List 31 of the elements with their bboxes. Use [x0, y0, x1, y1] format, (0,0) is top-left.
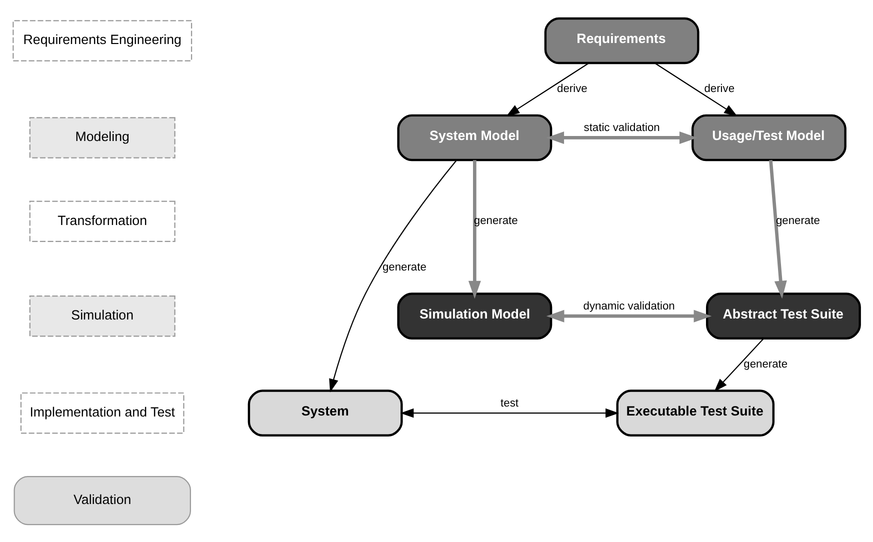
arrow: [506, 62, 590, 116]
node-box: Implementation and Test: [20, 392, 184, 434]
edge-label: generate: [474, 214, 518, 227]
arrow: [400, 408, 619, 418]
edge-label: generate: [382, 260, 426, 273]
arrow: [468, 160, 481, 298]
edge-label: generate: [776, 214, 820, 227]
edge-label: test: [500, 396, 518, 409]
node-box: Simulation Model: [397, 292, 552, 339]
arrow: [654, 62, 738, 116]
arrow: [714, 338, 764, 392]
arrow: [769, 159, 787, 298]
edge-label: dynamic validation: [583, 300, 675, 312]
node-box: System: [248, 389, 403, 436]
node-box: Transformation: [29, 200, 176, 242]
node-box: System Model: [397, 114, 552, 161]
node-box: Simulation: [29, 294, 176, 336]
arrow: [546, 309, 712, 322]
node-box: Executable Test Suite: [616, 389, 775, 436]
arrow: [329, 159, 458, 392]
node-box: Validation: [14, 476, 191, 525]
node-box: Abstract Test Suite: [706, 292, 861, 339]
node-box: Modeling: [29, 116, 176, 158]
node-box: Usage/Test Model: [692, 114, 846, 161]
node-box: Requirements Engineering: [12, 20, 192, 61]
edge-label: generate: [744, 358, 788, 370]
arrow: [546, 130, 698, 144]
node-box: Requirements: [544, 16, 700, 64]
edge-label: derive: [557, 82, 588, 95]
edge-label: derive: [704, 82, 735, 95]
edge-label: static validation: [584, 122, 660, 134]
